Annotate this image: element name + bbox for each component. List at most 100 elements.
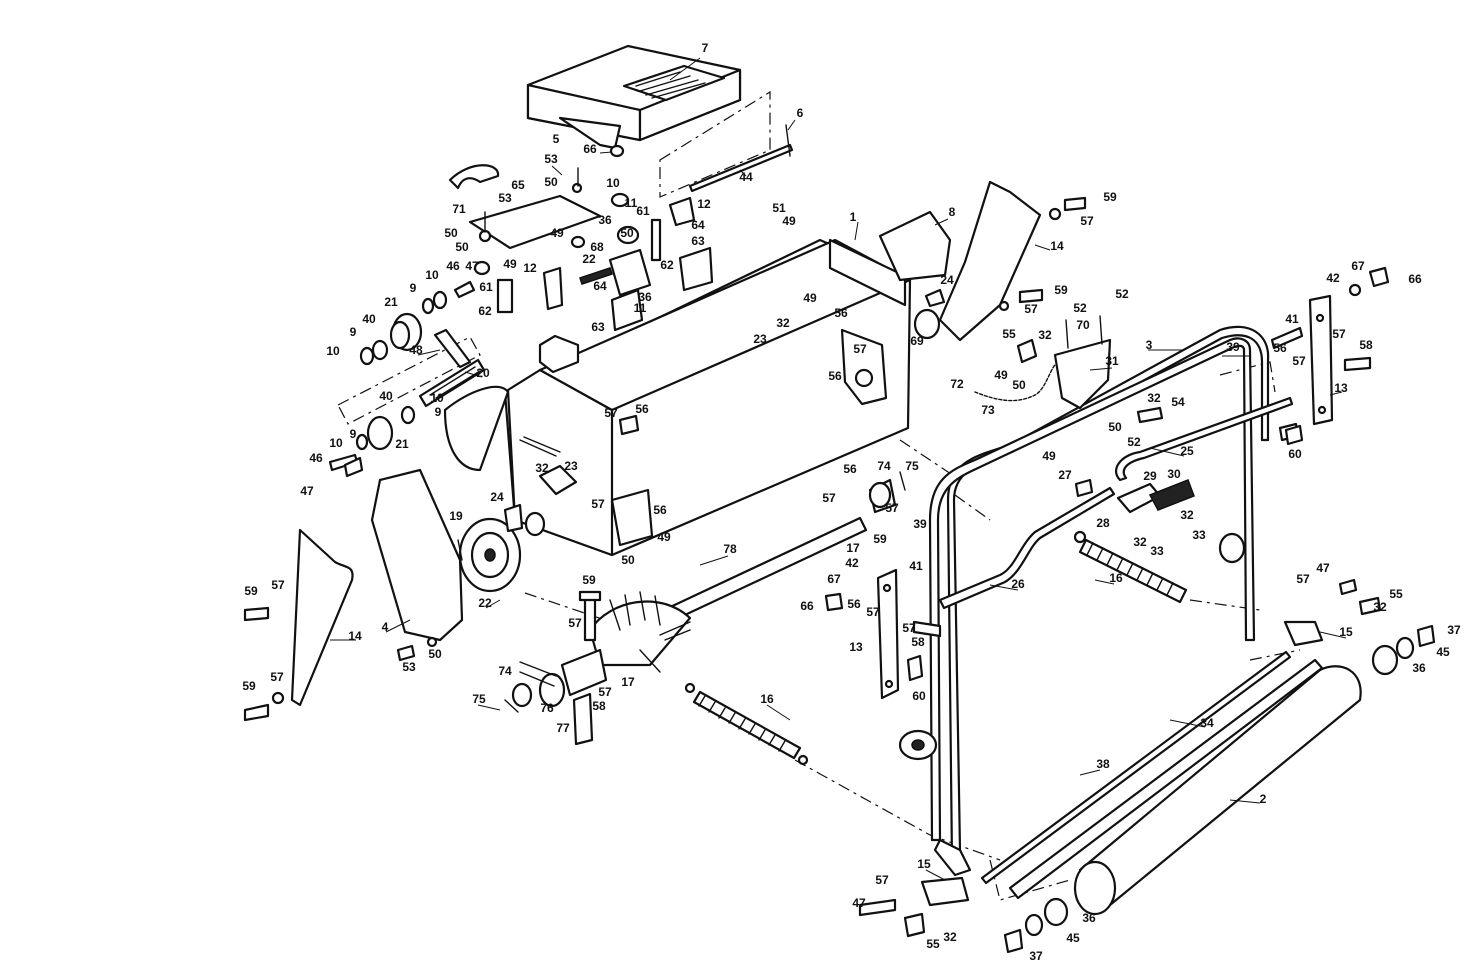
callout-label: 14 [1050, 239, 1064, 253]
end-caps-right [1371, 624, 1436, 676]
callout-label: 22 [582, 252, 596, 266]
drive-assembly [473, 192, 714, 332]
side-bar-right [1308, 294, 1334, 426]
rod-44 [688, 124, 794, 193]
callout-label: 58 [1359, 338, 1373, 352]
callout-label: 57 [866, 605, 880, 619]
callout-label: 57 [1296, 572, 1310, 586]
callout-label: 15 [917, 857, 931, 871]
callout-label: 41 [909, 559, 923, 573]
callout-label: 57 [604, 406, 618, 420]
callout-label: 10 [329, 436, 343, 450]
callout-label: 4 [382, 620, 389, 634]
callout-label: 9 [350, 427, 357, 441]
callout-label: 73 [981, 403, 995, 417]
callout-label: 50 [620, 226, 634, 240]
callout-label: 56 [843, 462, 857, 476]
clip-71 [448, 164, 500, 190]
callout-label: 37 [1029, 949, 1043, 963]
callout-label: 13 [849, 640, 863, 654]
callout-label: 32 [535, 461, 549, 475]
callout-label: 50 [1012, 378, 1026, 392]
callout-label: 49 [1042, 449, 1056, 463]
callout-label: 46 [309, 451, 323, 465]
callout-label: 75 [472, 692, 486, 706]
callout-label: 26 [1011, 577, 1025, 591]
callout-label: 56 [847, 597, 861, 611]
callout-label: 66 [583, 142, 597, 156]
callout-label: 32 [1038, 328, 1052, 342]
callout-label: 55 [1002, 327, 1016, 341]
callout-label: 29 [1143, 469, 1157, 483]
bracket-31 [1053, 315, 1112, 410]
callout-label: 8 [949, 205, 956, 219]
callout-label: 57 [271, 578, 285, 592]
callout-label: 56 [1273, 341, 1287, 355]
callout-label: 53 [544, 152, 558, 166]
callout-label: 60 [1288, 447, 1302, 461]
callout-label: 47 [300, 484, 314, 498]
callout-label: 52 [1115, 287, 1129, 301]
handle-frame [898, 325, 1270, 877]
callout-label: 11 [625, 196, 638, 210]
chain-73 [974, 364, 1056, 402]
shaft-20 [418, 328, 486, 408]
callout-label: 21 [384, 295, 398, 309]
callout-label: 25 [1180, 444, 1194, 458]
callout-label: 16 [1109, 571, 1123, 585]
callout-label: 22 [478, 596, 492, 610]
side-bar-left [876, 568, 900, 700]
callout-label: 33 [1192, 528, 1206, 542]
shaft-38 [980, 650, 1292, 885]
spring-16-lower [684, 682, 809, 766]
callout-label: 61 [636, 204, 650, 218]
bracket-15-bottom [920, 876, 970, 907]
callout-label: 57 [568, 616, 582, 630]
callout-label: 40 [362, 312, 376, 326]
callout-label: 58 [911, 635, 925, 649]
callout-label: 49 [503, 257, 517, 271]
callout-label: 57 [598, 685, 612, 699]
callout-label: 5 [553, 132, 560, 146]
callout-label: 53 [402, 660, 416, 674]
callout-label: 10 [326, 344, 340, 358]
side-plate-right [938, 180, 1042, 342]
callout-label: 57 [591, 497, 605, 511]
callout-label: 57 [1292, 354, 1306, 368]
callout-label: 15 [1339, 625, 1353, 639]
callout-label: 32 [1133, 535, 1147, 549]
callout-label: 27 [1058, 468, 1072, 482]
spring-16-upper [1073, 530, 1188, 604]
callout-label: 59 [582, 573, 596, 587]
callout-label: 17 [621, 675, 635, 689]
callout-label: 10 [425, 268, 439, 282]
callout-label: 69 [910, 334, 924, 348]
callout-label: 46 [446, 259, 460, 273]
callout-label: 53 [498, 191, 512, 205]
callout-label: 52 [1127, 435, 1141, 449]
callout-label: 57 [853, 342, 867, 356]
callout-label: 9 [435, 405, 442, 419]
hardware [243, 144, 1390, 938]
callout-label: 50 [1108, 420, 1122, 434]
cross-bar [938, 396, 1294, 610]
callout-label: 75 [905, 459, 919, 473]
callout-label: 59 [244, 584, 258, 598]
callout-label: 56 [653, 503, 667, 517]
callout-label: 38 [1096, 757, 1110, 771]
latch-29 [1116, 479, 1195, 514]
callout-label: 72 [950, 377, 964, 391]
callout-label: 67 [1351, 259, 1365, 273]
callout-label: 30 [1167, 467, 1181, 481]
callout-label: 36 [1082, 911, 1096, 925]
callout-label: 57 [885, 501, 899, 515]
callout-label: 70 [1076, 318, 1090, 332]
pulley-19 [453, 503, 546, 593]
bolt-59 [578, 590, 602, 642]
callout-label: 32 [1180, 508, 1194, 522]
side-plate-left [290, 528, 354, 707]
callout-label: 54 [1171, 395, 1185, 409]
